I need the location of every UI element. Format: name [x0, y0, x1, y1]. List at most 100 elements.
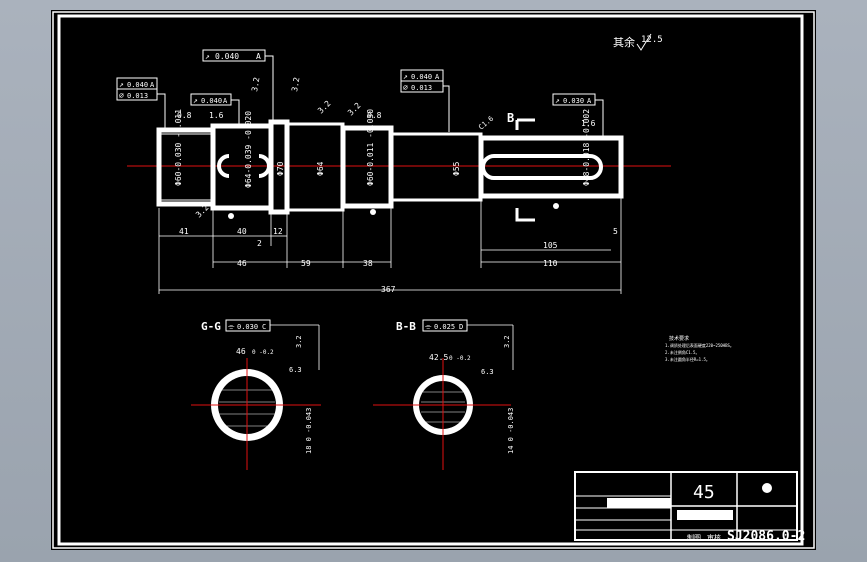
svg-text:38: 38 [363, 259, 373, 268]
svg-text:Φ55: Φ55 [452, 161, 461, 176]
svg-text:↗: ↗ [119, 80, 124, 89]
svg-text:0.030: 0.030 [237, 323, 258, 331]
drawing-number: SJ2086.0-2 [727, 529, 805, 544]
tolerance-frame-7: ↗ 0.030 A [552, 93, 596, 106]
svg-text:12: 12 [273, 227, 283, 236]
svg-text:0.013: 0.013 [411, 84, 432, 92]
svg-text:2.未注倒角C1.5。: 2.未注倒角C1.5。 [665, 349, 699, 355]
roughness-note: 其余 [613, 35, 635, 49]
svg-text:0.040: 0.040 [201, 97, 222, 105]
tech-notes: 技术要求 1.调质处理后表面硬度220~250HBS。 2.未注倒角C1.5。 … [665, 335, 734, 362]
inner-border [57, 14, 804, 546]
svg-text:⌯: ⌯ [425, 322, 432, 331]
svg-text:Φ60-0.030 -0.011: Φ60-0.030 -0.011 [174, 109, 183, 186]
svg-text:A: A [587, 97, 592, 105]
svg-text:6.3: 6.3 [481, 368, 494, 376]
svg-text:0.8: 0.8 [367, 111, 382, 120]
svg-text:0.025: 0.025 [434, 323, 455, 331]
section-arrow-top-icon [515, 118, 535, 130]
svg-text:D: D [459, 323, 463, 331]
leader-lines [157, 55, 604, 136]
svg-text:↗: ↗ [205, 52, 210, 61]
svg-text:A: A [256, 52, 261, 61]
svg-text:C: C [262, 323, 266, 331]
shaft-outline [156, 119, 624, 215]
svg-text:2: 2 [257, 239, 262, 248]
svg-text:0.030: 0.030 [563, 97, 584, 105]
svg-text:3.未注圆角半径R=1.5。: 3.未注圆角半径R=1.5。 [665, 356, 710, 362]
svg-text:B-B: B-B [396, 320, 416, 333]
svg-text:41: 41 [179, 227, 189, 236]
svg-text:A: A [223, 97, 228, 105]
section-arrow-bottom-icon [515, 208, 535, 222]
svg-text:1.调质处理后表面硬度220~250HBS。: 1.调质处理后表面硬度220~250HBS。 [665, 342, 734, 348]
svg-text:审核: 审核 [707, 533, 721, 542]
svg-text:↗: ↗ [555, 96, 560, 105]
svg-text:⌀: ⌀ [119, 91, 124, 100]
tolerance-frame-3: ⌀ 0.013 [116, 88, 158, 101]
svg-text:105: 105 [543, 241, 558, 250]
section-mark-b: B [507, 111, 514, 125]
svg-text:46: 46 [236, 347, 246, 356]
roughness-value: 12.5 [641, 35, 663, 45]
svg-text:0.013: 0.013 [127, 92, 148, 100]
diameter-labels: Φ60-0.030 -0.011 Φ64-0.039 -0.020 Φ70 Φ6… [174, 109, 591, 188]
marker-dot-icon [228, 213, 234, 219]
svg-text:45: 45 [693, 482, 715, 503]
svg-text:⌯: ⌯ [228, 322, 235, 331]
svg-text:Φ60-0.011 -0.030: Φ60-0.011 -0.030 [366, 109, 375, 186]
svg-text:110: 110 [543, 259, 558, 268]
section-bb: B-B ⌯ 0.025 D 42.5 0 -0.2 3.2 6.3 14 0 -… [373, 319, 515, 470]
title-block: 45 SJ2086.0-2 制图 审核 [574, 471, 805, 544]
svg-text:18 0 -0.043: 18 0 -0.043 [305, 408, 313, 454]
svg-text:Φ70: Φ70 [276, 161, 285, 176]
marker-dot-icon [370, 209, 376, 215]
svg-text:5: 5 [613, 227, 618, 236]
svg-text:42.5: 42.5 [429, 353, 448, 362]
svg-text:↗: ↗ [403, 72, 408, 81]
svg-text:Φ64: Φ64 [316, 161, 325, 176]
dimension-lines [158, 198, 622, 294]
svg-text:0.040: 0.040 [411, 73, 432, 81]
svg-text:⌀: ⌀ [403, 83, 408, 92]
svg-text:0.040: 0.040 [127, 81, 148, 89]
svg-text:3.2: 3.2 [503, 335, 511, 348]
svg-text:3.2: 3.2 [346, 101, 363, 118]
svg-text:1.6: 1.6 [581, 119, 596, 128]
drawing-svg: 其余 12.5 ↗ [52, 11, 815, 549]
svg-text:3.2: 3.2 [316, 99, 333, 116]
tolerance-frame-5: ↗ 0.040 A [400, 69, 444, 82]
svg-text:3.2: 3.2 [250, 76, 261, 92]
svg-text:1.6: 1.6 [209, 111, 224, 120]
drawing-canvas[interactable]: 其余 12.5 ↗ [51, 10, 816, 550]
svg-text:↗: ↗ [193, 96, 198, 105]
svg-text:6.3: 6.3 [289, 366, 302, 374]
svg-text:0.8: 0.8 [177, 111, 192, 120]
svg-text:367: 367 [381, 285, 396, 294]
svg-text:A: A [435, 73, 440, 81]
svg-text:0 -0.2: 0 -0.2 [252, 349, 274, 356]
svg-text:0 -0.2: 0 -0.2 [449, 355, 471, 362]
svg-text:40: 40 [237, 227, 247, 236]
tolerance-frame-4: ↗ 0.040 A [190, 93, 232, 106]
section-gg: G-G ⌯ 0.030 C 46 0 -0.2 3.2 6.3 18 0 -0.… [191, 319, 321, 470]
dimension-values: 41 40 12 105 5 2 46 59 38 110 367 [179, 227, 618, 294]
roughness-symbol-icon [636, 33, 652, 51]
marker-dot-icon [553, 203, 559, 209]
svg-text:59: 59 [301, 259, 311, 268]
svg-text:G-G: G-G [201, 320, 221, 333]
tolerance-frame-2: ↗ 0.040 A [116, 77, 158, 90]
svg-text:3.2: 3.2 [295, 335, 303, 348]
tolerance-frame-1: ↗ 0.040 A [202, 49, 266, 62]
svg-text:A: A [150, 81, 155, 89]
svg-text:Φ64-0.039 -0.020: Φ64-0.039 -0.020 [244, 111, 253, 188]
svg-text:技术要求: 技术要求 [669, 335, 689, 342]
outer-border [52, 11, 815, 549]
svg-text:14 0 -0.043: 14 0 -0.043 [507, 408, 515, 454]
svg-text:Φ48-0.018 -0.002: Φ48-0.018 -0.002 [582, 109, 591, 186]
svg-text:3.2: 3.2 [290, 76, 301, 92]
svg-text:46: 46 [237, 259, 247, 268]
tolerance-frame-6: ⌀ 0.013 [400, 80, 444, 93]
svg-text:0.040: 0.040 [215, 52, 239, 61]
